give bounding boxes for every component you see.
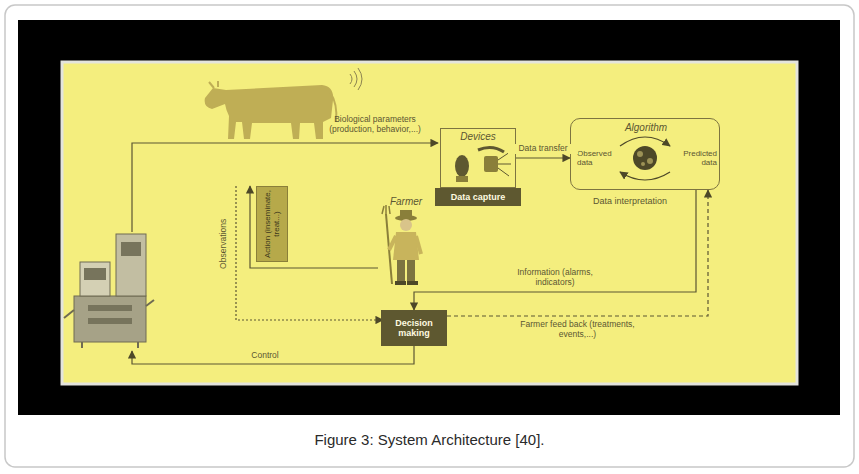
node-text: Data capture	[448, 192, 509, 202]
actor-label: Farmer	[380, 196, 432, 208]
flow-connector	[414, 190, 696, 310]
yellow-panel	[62, 62, 797, 384]
action-line	[250, 186, 378, 268]
decision-box: Decision making	[381, 310, 447, 346]
figure-caption: Figure 3: System Architecture [40].	[20, 431, 839, 448]
farmer-figure	[382, 205, 421, 285]
flow-label: Biological parameters (production, behav…	[315, 115, 435, 135]
section-label: Data interpretation	[575, 196, 685, 206]
farm-equipment	[64, 234, 154, 348]
box-title: Algorithm	[571, 122, 721, 134]
edge-label: Information (alarms, indicators)	[500, 268, 610, 288]
control-line	[132, 346, 414, 364]
node-text: Decision making	[381, 318, 447, 339]
edge-label: Farmer feed back (treatments, events,...…	[518, 320, 638, 340]
edge-label: Data transfer	[508, 144, 578, 154]
black-backdrop	[18, 20, 840, 415]
sensor-devices	[455, 147, 511, 182]
device-box: Devices	[440, 128, 516, 188]
data-label: Observed data	[577, 149, 621, 167]
node-text: Action (inseminate, treat...)	[263, 189, 281, 259]
data-label: Predicted data	[671, 149, 717, 167]
node-text: Devices	[441, 129, 515, 143]
flow-label: Observations	[219, 204, 229, 284]
flow-connector	[516, 157, 570, 158]
cow-figure	[205, 81, 337, 139]
signal-waves	[350, 68, 362, 90]
algorithm-graphic	[620, 137, 670, 180]
algorithm-box: AlgorithmObserved data Predicted data	[570, 118, 720, 190]
observation-line	[236, 186, 383, 320]
action-box: Action (inseminate, treat...)	[256, 186, 288, 262]
flow-connector	[447, 190, 708, 316]
flow-label: Control	[240, 351, 290, 361]
outer-frame	[5, 5, 854, 467]
capture-tag: Data capture	[435, 188, 521, 206]
